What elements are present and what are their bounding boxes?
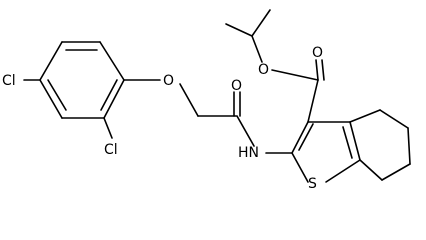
co-nh-bond: [236, 115, 255, 147]
molecule-drawing: Cl Cl O O HN O O S: [2, 9, 411, 192]
cl-para-label: Cl: [2, 73, 16, 89]
nh-amide-label: HN: [238, 145, 259, 161]
o-ch2-bond: [179, 83, 199, 117]
ester-alkoxy-bond: [271, 69, 319, 81]
cl-ortho-label: Cl: [104, 142, 118, 158]
dichlorophenyl-ring: [39, 41, 125, 119]
cyclohexene-ring: [349, 109, 411, 181]
o-ether-aryl-label: O: [163, 73, 174, 89]
o-ester-carbonyl-label: O: [312, 45, 323, 61]
c-cl-ortho-bond: [103, 117, 113, 139]
o-ester-alkoxy-label: O: [258, 62, 269, 78]
isopropyl-methyl-a-bond: [225, 23, 253, 37]
ester-carbonyl-bond-b: [321, 59, 325, 81]
o-amide-label: O: [231, 78, 242, 94]
s-thiophene-label: S: [308, 176, 317, 192]
ester-carbonyl-bond-a: [315, 59, 319, 81]
c3-ester-carbon-bond: [307, 79, 319, 123]
thiophene-ring: [291, 121, 361, 183]
o-isopropyl-bond: [251, 35, 263, 63]
isopropyl-methyl-b-bond: [251, 9, 271, 37]
chemical-structure-diagram: Cl Cl O O HN O O S: [2, 9, 411, 192]
